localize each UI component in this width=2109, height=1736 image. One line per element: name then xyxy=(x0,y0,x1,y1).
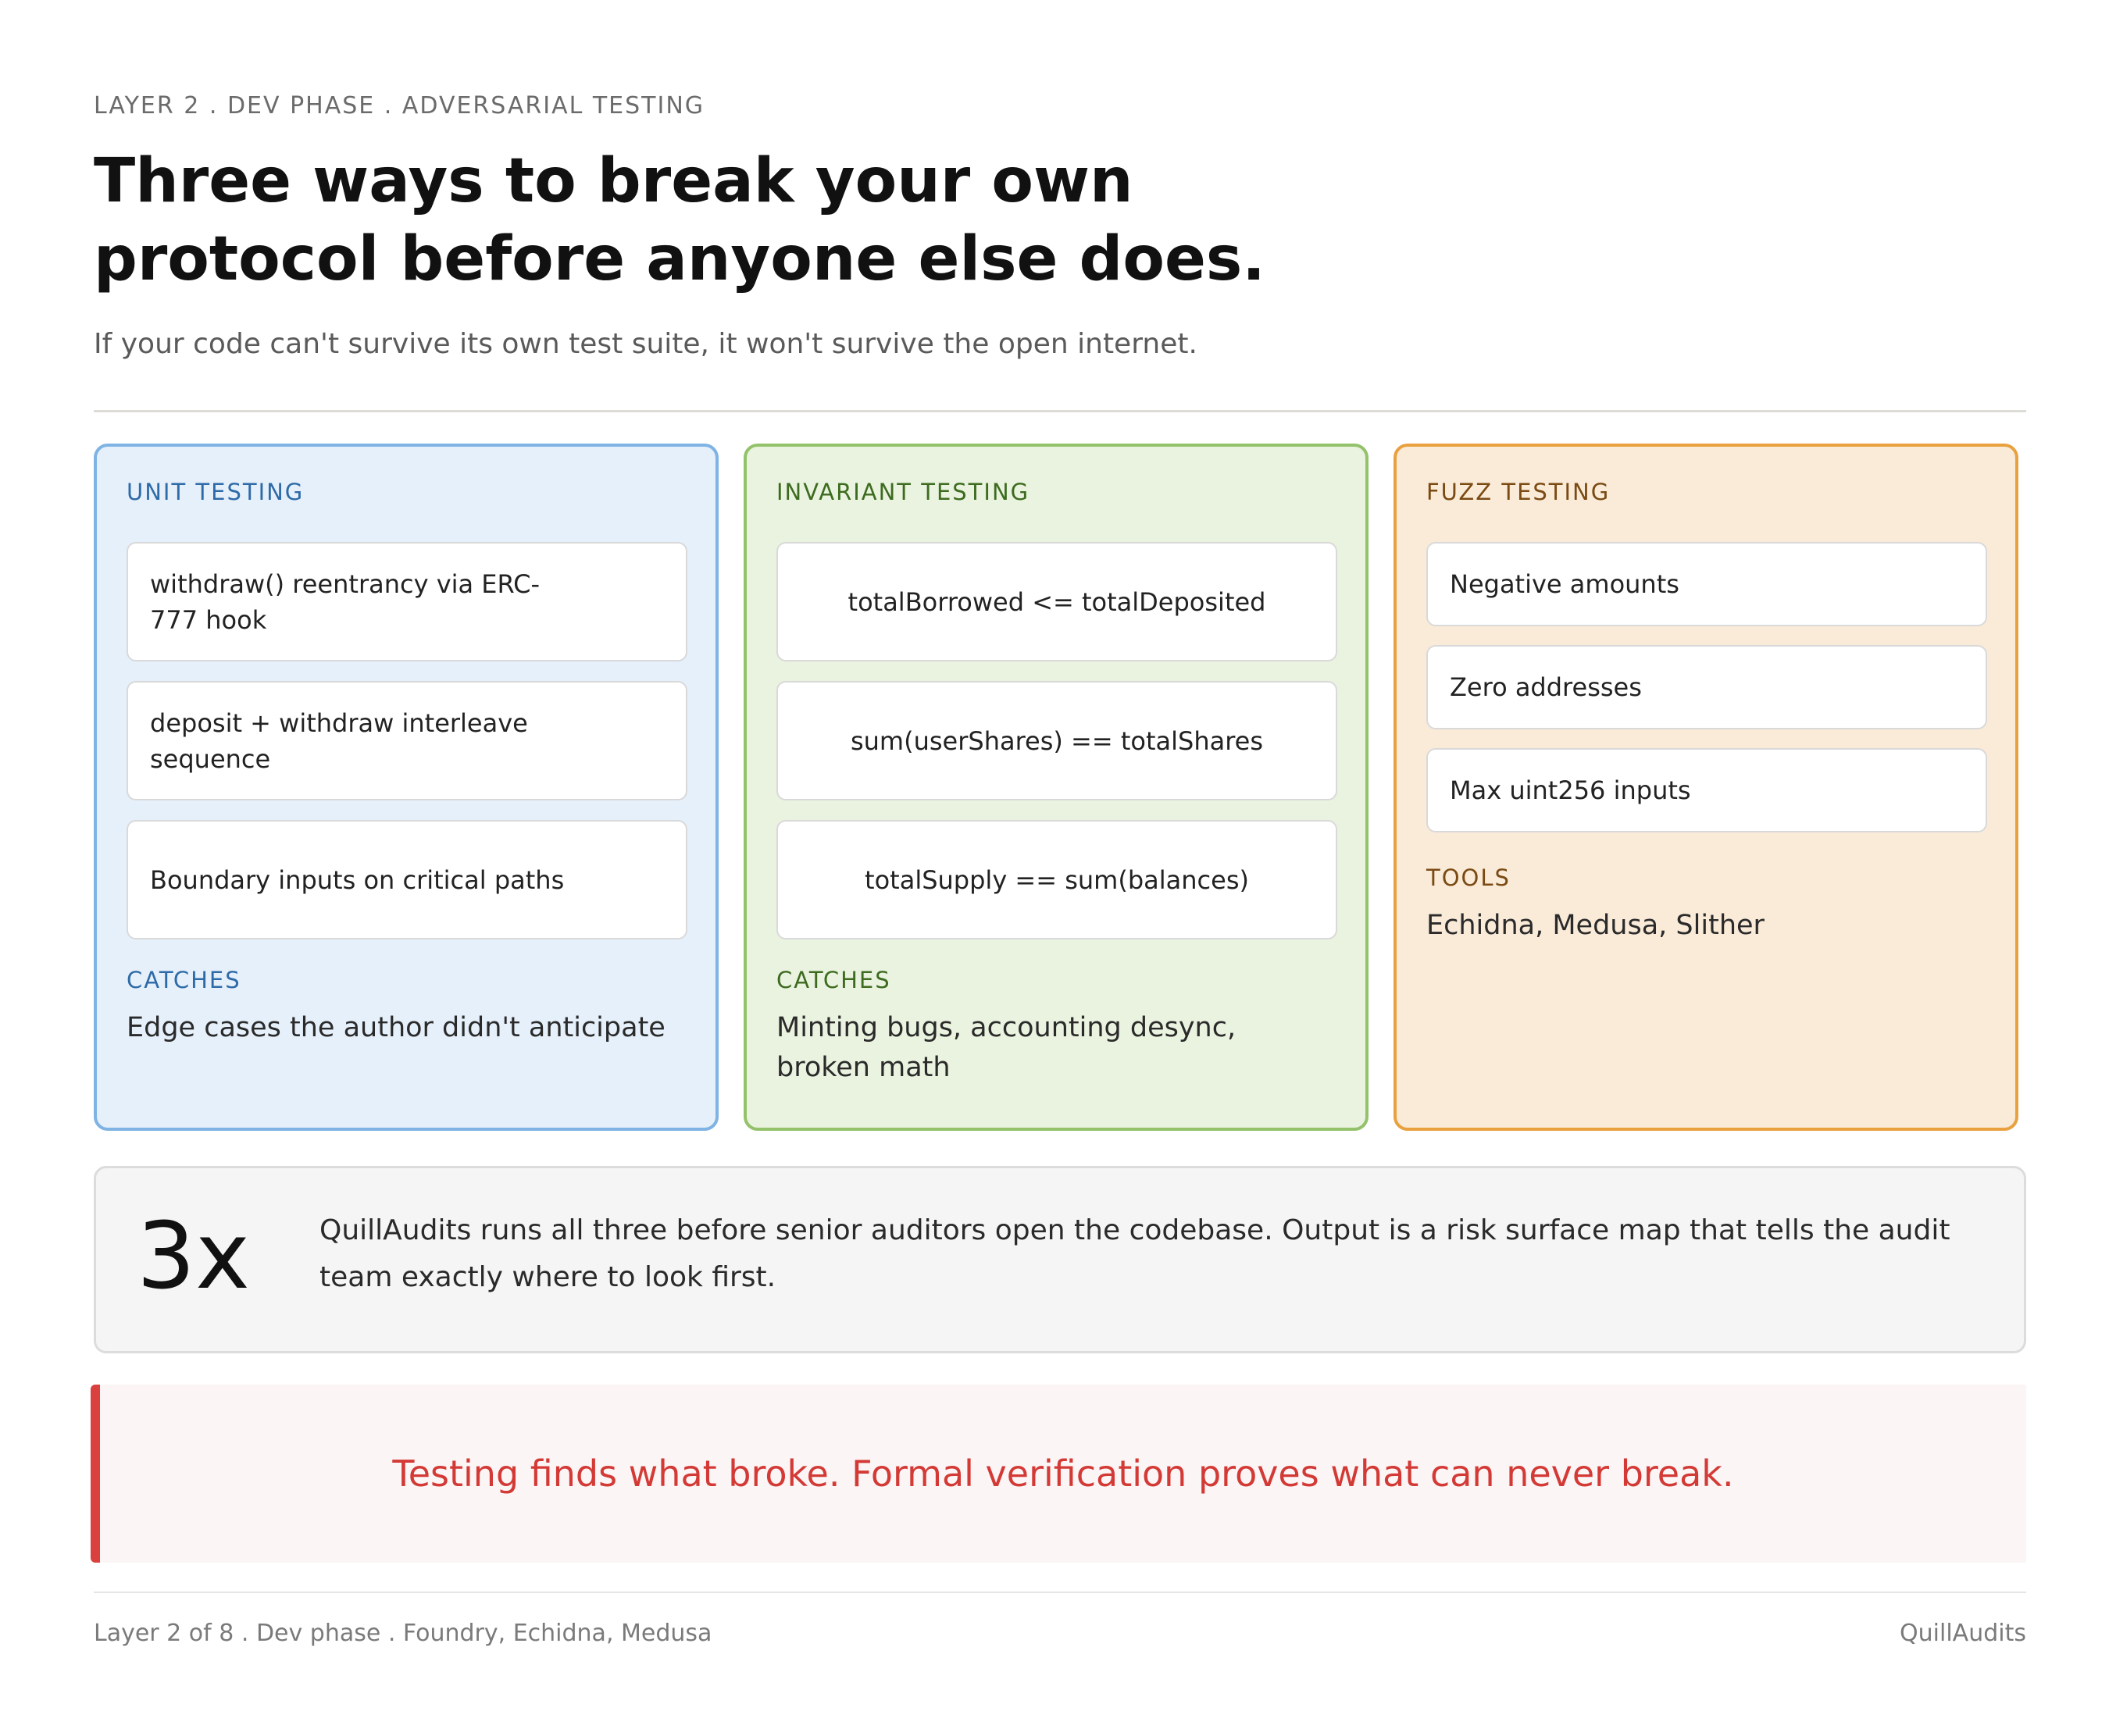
catches-label: CATCHES xyxy=(127,967,241,993)
list-item-text: deposit + withdraw interleave sequence xyxy=(150,708,528,774)
list-item: Zero addresses xyxy=(1426,645,1987,729)
catches-text: Minting bugs, accounting desync, broken … xyxy=(776,1012,1236,1083)
card-title: UNIT TESTING xyxy=(127,479,305,505)
list-item: deposit + withdraw interleave sequence xyxy=(127,681,687,800)
list-item: Boundary inputs on critical paths xyxy=(127,820,687,939)
list-item: sum(userShares) == totalShares xyxy=(776,681,1337,800)
list-item-text: Max uint256 inputs xyxy=(1450,775,1691,805)
fuzz-testing-card: FUZZ TESTING Negative amounts Zero addre… xyxy=(1394,444,2018,1131)
page-title: Three ways to break your own protocol be… xyxy=(94,146,1265,294)
list-item-text: totalSupply == sum(balances) xyxy=(865,864,1249,895)
list-item-text: totalBorrowed <= totalDeposited xyxy=(848,586,1266,617)
unit-testing-card: UNIT TESTING withdraw() reentrancy via E… xyxy=(94,444,719,1131)
list-item: Max uint256 inputs xyxy=(1426,748,1987,832)
list-item-text: Negative amounts xyxy=(1450,569,1679,599)
list-item: Negative amounts xyxy=(1426,542,1987,626)
callout-text: Testing finds what broke. Formal verific… xyxy=(392,1453,1734,1495)
tools-label: TOOLS xyxy=(1426,864,1511,891)
card-title: INVARIANT TESTING xyxy=(776,479,1030,505)
header-divider xyxy=(94,410,2026,412)
list-item: withdraw() reentrancy via ERC-777 hook xyxy=(127,542,687,661)
catches-label: CATCHES xyxy=(776,967,891,993)
footer-brand: QuillAudits xyxy=(1900,1620,2026,1647)
catches-text: Edge cases the author didn't anticipate xyxy=(127,1012,666,1043)
invariant-testing-card: INVARIANT TESTING totalBorrowed <= total… xyxy=(744,444,1369,1131)
page-subtitle: If your code can't survive its own test … xyxy=(94,328,1197,360)
card-title: FUZZ TESTING xyxy=(1426,479,1611,505)
list-item: totalBorrowed <= totalDeposited xyxy=(776,542,1337,661)
list-item-text: withdraw() reentrancy via ERC-777 hook xyxy=(150,569,541,635)
stat-panel: 3x QuillAudits runs all three before sen… xyxy=(94,1166,2026,1353)
list-item: totalSupply == sum(balances) xyxy=(776,820,1337,939)
eyebrow-label: LAYER 2 . DEV PHASE . ADVERSARIAL TESTIN… xyxy=(94,92,705,119)
tools-text: Echidna, Medusa, Slither xyxy=(1426,910,1765,941)
list-item-text: Boundary inputs on critical paths xyxy=(150,864,565,895)
footer-divider xyxy=(94,1592,2026,1593)
list-item-text: sum(userShares) == totalShares xyxy=(850,725,1264,756)
stat-description: QuillAudits runs all three before senior… xyxy=(319,1214,1950,1293)
list-item-text: Zero addresses xyxy=(1450,672,1642,702)
footer-caption: Layer 2 of 8 . Dev phase . Foundry, Echi… xyxy=(94,1620,712,1647)
stat-value: 3x xyxy=(137,1202,250,1310)
callout-banner: Testing finds what broke. Formal verific… xyxy=(91,1385,2026,1563)
